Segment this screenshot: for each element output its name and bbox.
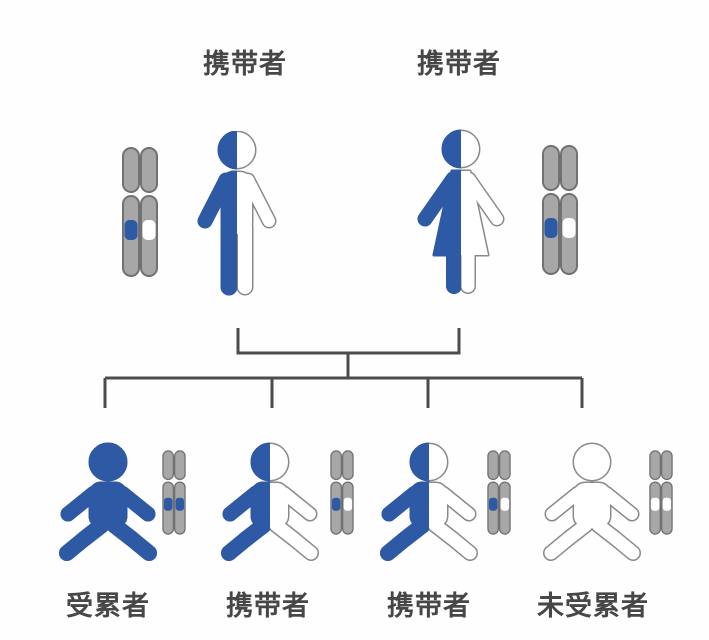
- father-chromosome-pair-icon: [122, 147, 158, 277]
- child-4-unaffected-figure-icon: [543, 442, 641, 561]
- child-1-chromosome-pair-icon: [162, 450, 186, 535]
- child-1-label: 受累者: [66, 591, 150, 621]
- child-3-chromosome-pair-icon: [487, 450, 511, 535]
- child-2-label: 携带者: [226, 591, 310, 621]
- mother-chromosome-pair-icon: [542, 145, 578, 275]
- child-3-label: 携带者: [387, 591, 471, 621]
- child-2-chromosome-pair-icon: [330, 450, 354, 535]
- mother-carrier-figure-icon: [417, 129, 505, 294]
- child-1-affected-figure-icon: [59, 442, 157, 561]
- mother-label: 携带者: [417, 49, 501, 79]
- child-3-carrier-figure-icon: [380, 442, 478, 561]
- father-carrier-figure-icon: [197, 131, 277, 296]
- child-2-carrier-figure-icon: [221, 442, 319, 561]
- child-4-label: 未受累者: [537, 591, 649, 621]
- father-label: 携带者: [203, 49, 287, 79]
- child-4-chromosome-pair-icon: [649, 450, 673, 535]
